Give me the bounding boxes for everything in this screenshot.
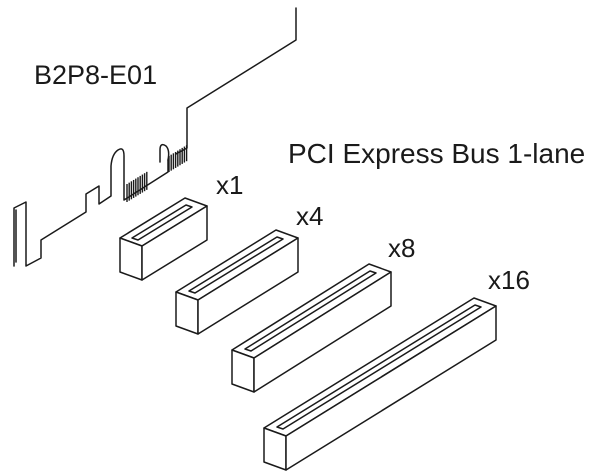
slot-x16-side [285,305,497,471]
slot-x16-groove [276,304,482,430]
slot-x1-front [119,237,143,281]
slot-x4-groove [188,236,284,294]
slot-x1-label: x1 [216,170,244,200]
card-model-label: B2P8-E01 [34,60,158,90]
slot-x8-groove [244,270,377,352]
slot-x1-side [141,205,208,281]
slot-x8 [231,263,392,393]
slot-x16-front [263,427,287,471]
slot-x4-label: x4 [296,201,324,231]
slot-x4-side [197,237,299,335]
bus-type-label: PCI Express Bus 1-lane [288,138,586,169]
card-gold-fingers [126,145,188,202]
slot-x8-side [253,271,392,393]
slot-x16 [263,297,497,471]
slot-x8-label: x8 [388,233,416,263]
slot-x4 [175,229,299,335]
slot-x4-front [175,291,199,335]
slot-x1 [119,197,208,281]
slot-x16-label: x16 [488,265,530,295]
slot-x1-groove [131,204,193,241]
slot-x8-front [231,349,255,393]
